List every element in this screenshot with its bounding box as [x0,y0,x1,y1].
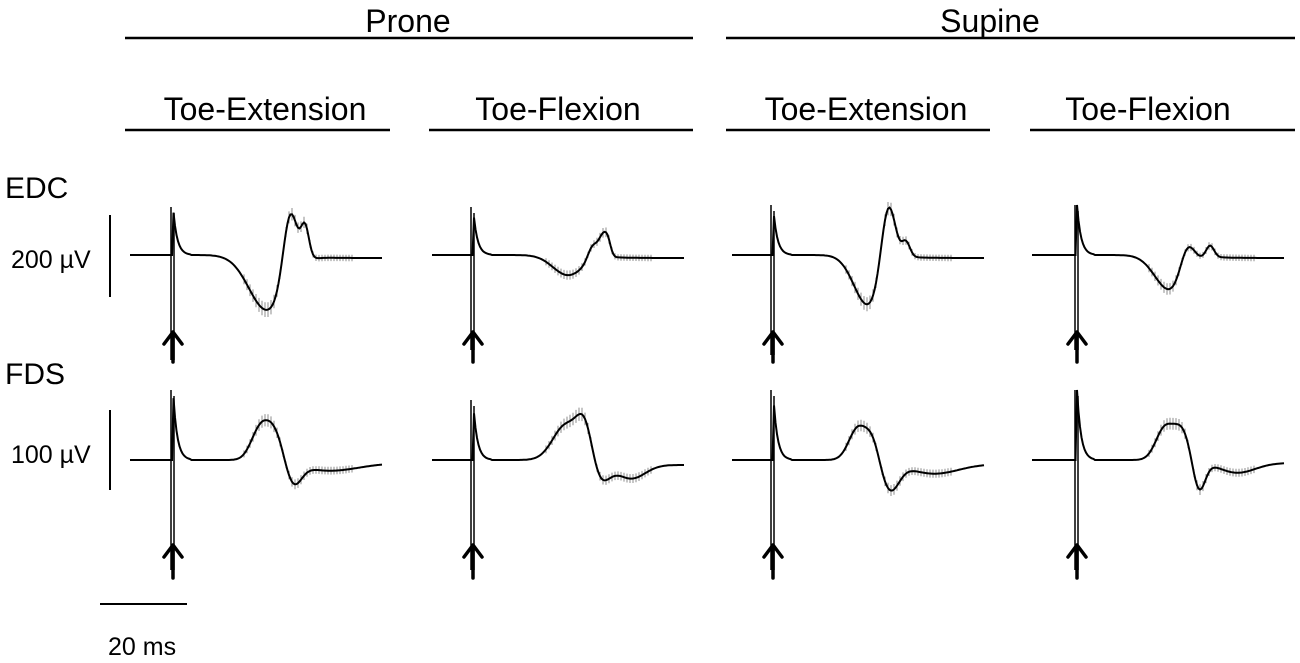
sd-band [1148,417,1255,495]
stim-artifact [170,390,175,570]
edc-trace-supine-extension [732,202,984,364]
time-scale-label: 20 ms [108,633,176,661]
condition-label-3: Toe-Extension [765,91,968,127]
mean-line [1032,204,1284,291]
stim-artifact [1074,205,1079,350]
condition-label-1: Toe-Extension [164,91,367,127]
stimulus-arrow-icon [162,543,184,580]
mean-line [732,206,984,306]
sd-band [243,208,353,317]
stimulus-arrow-icon [162,330,184,364]
stimulus-arrow-icon [1066,330,1088,364]
sd-band [845,202,952,312]
group-label-prone: Prone [365,3,450,39]
sd-band [545,227,652,280]
mean-line [432,217,684,277]
stimulus-arrow-icon [762,543,784,580]
mean-line [130,398,383,486]
sd-band [243,414,353,490]
fds-trace-prone-flexion [432,400,684,580]
stimulus-arrow-icon [762,330,784,364]
fds-trace-supine-flexion [1032,389,1285,580]
fds-trace-prone-extension [130,390,383,580]
mean-line [130,212,382,311]
stimulus-arrow-icon [462,330,484,364]
condition-label-2: Toe-Flexion [475,91,640,127]
stim-artifact [1074,390,1079,570]
mean-line [732,405,985,492]
mean-line [432,412,684,482]
stimulus-arrow-icon [1066,543,1088,580]
row-label-edc: EDC [5,172,68,205]
edc-amplitude-scale-label: 200 µV [11,246,91,274]
row-label-fds: FDS [5,358,65,391]
stimulus-arrow-icon [462,543,484,580]
mean-line [1032,389,1285,491]
group-label-supine: Supine [940,3,1040,39]
fds-trace-supine-extension [732,390,985,580]
condition-label-4: Toe-Flexion [1065,91,1230,127]
edc-trace-prone-extension [130,207,382,364]
fds-amplitude-scale-label: 100 µV [11,441,91,469]
edc-trace-supine-flexion [1032,204,1284,364]
edc-trace-prone-flexion [432,207,684,364]
